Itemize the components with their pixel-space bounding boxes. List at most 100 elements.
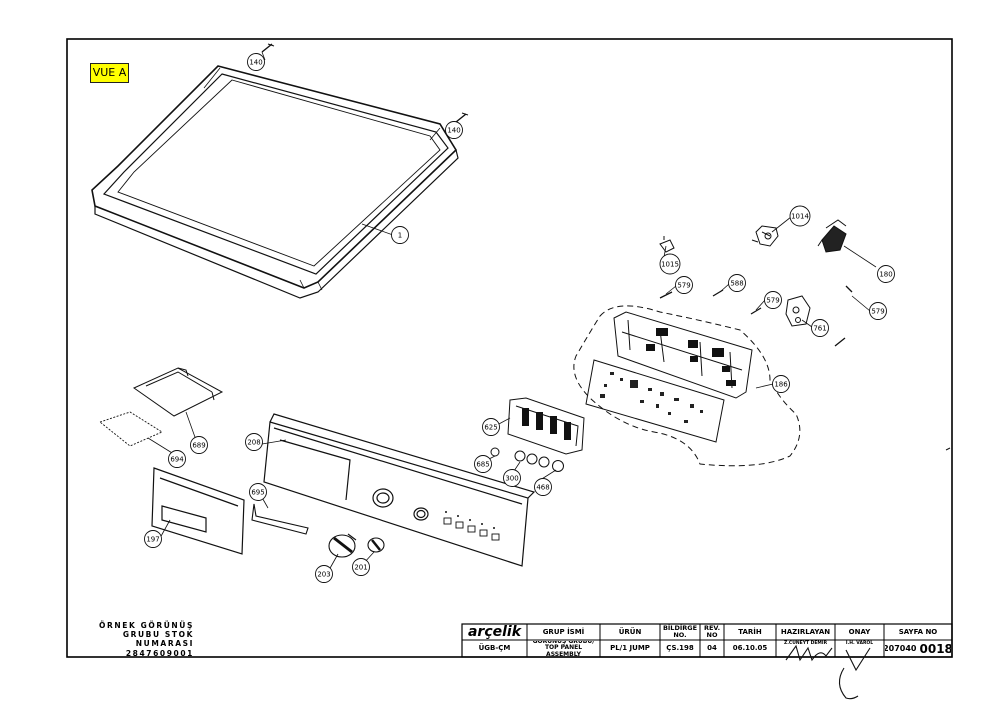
callout-circle [315,565,333,583]
callout-694: 694 [168,450,186,468]
callout-300: 300 [503,469,521,487]
page-number: 0018 [919,641,952,656]
screws-579-588 [659,285,853,347]
front-panel-leds [445,511,495,529]
callout-label: 689 [192,442,205,450]
callout-label: 579 [766,297,779,305]
callout-label: 685 [476,461,489,469]
callout-label: 625 [484,424,497,432]
header-approval: ONAY [848,628,871,636]
pcb-board-part [585,359,725,443]
callout-186: 186 [772,375,790,393]
callout-circle [877,265,895,283]
header-rev-no: REV. NO [703,624,721,639]
callout-circle [675,276,693,294]
callout-203: 203 [315,565,333,583]
callout-579: 579 [675,276,693,294]
callout-1: 1 [391,226,409,244]
value-bildirge-no: ÇS.198 [666,644,694,652]
callout-625: 625 [482,418,500,436]
part-761 [785,295,811,327]
brand-logo: arçelik [467,624,522,640]
drawer-part-689 [132,367,224,417]
callout-circle [168,450,186,468]
module-frame-part [613,311,753,399]
callout-circle [728,274,746,292]
callout-label: 1015 [661,261,679,269]
pcb-components [600,372,703,423]
callout-label: 197 [146,536,159,544]
callout-579: 579 [869,302,887,320]
part-1015 [659,236,675,253]
callout-circle [249,483,267,501]
drawer-front-part-197 [151,467,245,555]
stock-number-block: ÖRNEK GÖRÜNÜŞ GRUBU STOK NUMARASI 284760… [70,621,194,658]
screw-140-a [261,43,275,53]
callout-circle [144,530,162,548]
module-blocks [646,328,736,386]
button-holder-keys [522,408,571,440]
knob-201 [367,537,385,553]
header-group-name: GRUP İSMİ [542,628,585,636]
callout-circle [474,455,492,473]
side-mark [945,447,951,451]
callout-circle [764,291,782,309]
drawer-cover-694 [99,411,163,447]
signature-prepared [785,644,833,662]
screw-140-b [455,112,469,123]
page-prefix: 207040 [885,644,917,653]
callout-468: 468 [534,478,552,496]
drawer-handle-695 [251,503,309,535]
value-date: 06.10.05 [732,644,768,652]
value-approval: İ.H. VAROL [845,641,874,646]
callout-circle [247,53,265,71]
callout-588: 588 [728,274,746,292]
header-page-no: SAYFA NO [898,628,938,636]
drawing-border [66,38,953,658]
callout-circle [869,302,887,320]
button-holder-part [507,397,585,455]
stock-line-1: ÖRNEK GÖRÜNÜŞ [99,621,194,630]
callout-label: 201 [354,564,367,572]
callout-208: 208 [245,433,263,451]
callout-circle [245,433,263,451]
callout-circle [352,558,370,576]
stock-line-3: 2847609001 [125,648,194,658]
value-dept: ÜGB-ÇM [478,644,511,652]
knob-203 [328,533,357,558]
callout-circle [190,436,208,454]
callout-197: 197 [144,530,162,548]
stock-line-2: GRUBU STOK NUMARASI [122,630,194,649]
front-panel-part [263,413,536,567]
callout-label: 1014 [791,213,809,221]
callout-201: 201 [352,558,370,576]
callout-label: 579 [871,308,884,316]
header-date: TARİH [738,628,762,636]
callout-circle [482,418,500,436]
value-rev-no: 04 [707,644,717,652]
callout-circle [772,375,790,393]
callout-180: 180 [877,265,895,283]
top-lid-part [91,65,459,299]
callout-label: 186 [774,381,788,389]
callout-circle [534,478,552,496]
callout-circle [789,205,811,227]
buttons-300-468 [490,447,564,472]
callout-label: 180 [879,271,892,279]
callout-695: 695 [249,483,267,501]
callout-label: 208 [247,439,260,447]
callout-685: 685 [474,455,492,473]
callout-579: 579 [764,291,782,309]
callout-circle [445,121,463,139]
callout-circle [811,319,829,337]
callout-label: 694 [170,456,184,464]
value-group-name: GÖRÜNÜŞ GRUBU/ TOP PANEL ASSEMBLY [532,641,595,656]
callout-circle [391,226,409,244]
callout-label: 468 [536,484,549,492]
value-product: PL/1 JUMP [610,644,650,652]
header-bildirge-no: BİLDİRGE NO. [662,624,698,639]
part-180 [817,219,847,253]
